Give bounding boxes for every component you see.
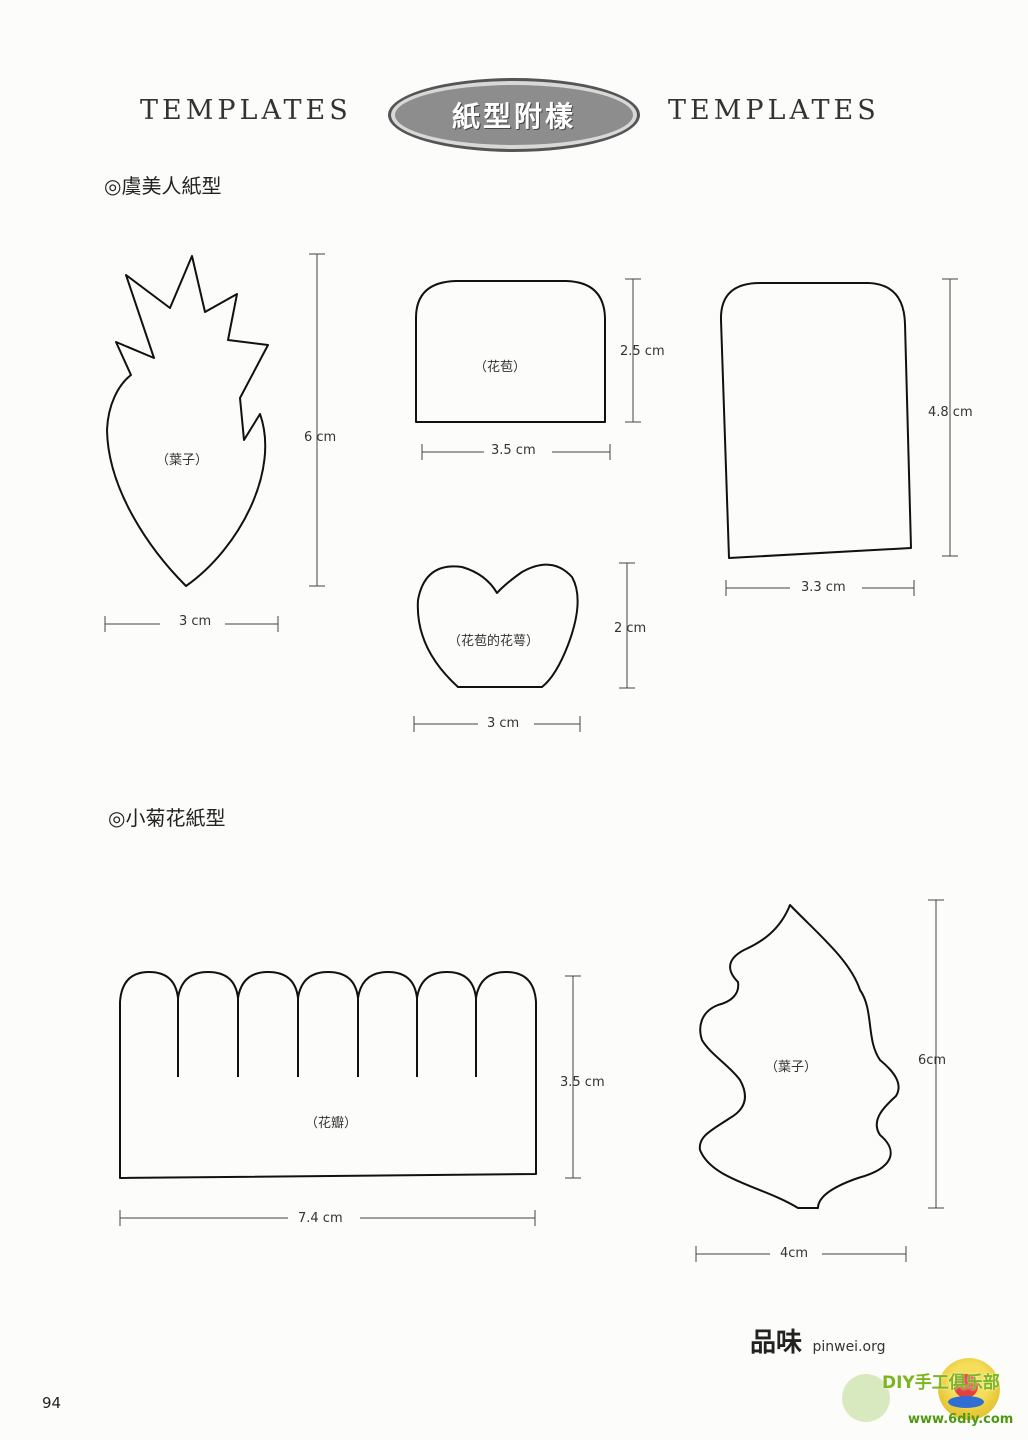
daisy-petal-label: （花瓣） bbox=[305, 1116, 358, 1131]
pinwei-site: pinwei.org bbox=[812, 1339, 886, 1355]
watermark-url: www.6diy.com bbox=[908, 1412, 1014, 1427]
watermark-text: DIY手工俱乐部 bbox=[882, 1373, 1000, 1393]
sepal-width: 3 cm bbox=[487, 716, 520, 731]
bud-height: 2.5 cm bbox=[620, 344, 665, 359]
poppy-leaf-shape bbox=[106, 255, 269, 587]
daisy-leaf-shape bbox=[698, 904, 900, 1209]
watermark: DIY手工俱乐部 www.6diy.com bbox=[842, 1330, 1028, 1440]
bud-label: （花苞） bbox=[474, 360, 527, 375]
tall-rect-height: 4.8 cm bbox=[928, 405, 973, 420]
section-title-daisy: ◎小菊花紙型 bbox=[108, 806, 226, 830]
title-badge-text: 紙型附樣 bbox=[451, 100, 576, 133]
sepal-height: 2 cm bbox=[614, 621, 647, 636]
daisy-petal-height: 3.5 cm bbox=[560, 1075, 605, 1090]
header-right-word: TEMPLATES bbox=[668, 95, 880, 126]
sepal-label: （花苞的花萼） bbox=[448, 634, 540, 649]
bud-shape bbox=[415, 280, 606, 423]
daisy-leaf-width: 4cm bbox=[780, 1246, 809, 1261]
tall-rect-width: 3.3 cm bbox=[801, 580, 846, 595]
poppy-leaf-label: （葉子） bbox=[156, 453, 209, 468]
tall-rect-shape bbox=[719, 282, 912, 559]
section-title-poppy: ◎虞美人紙型 bbox=[104, 174, 222, 198]
poppy-leaf-height: 6 cm bbox=[304, 430, 337, 445]
pinwei-logo: 品味 bbox=[750, 1328, 803, 1358]
pinwei-credit: 品味 pinwei.org bbox=[750, 1322, 885, 1359]
watermark-circle-icon bbox=[842, 1374, 890, 1422]
header-left-word: TEMPLATES bbox=[140, 95, 352, 126]
daisy-leaf-height: 6cm bbox=[918, 1053, 947, 1068]
watermark-figure-head-icon bbox=[954, 1374, 978, 1398]
sepal-heart-shape bbox=[416, 563, 579, 688]
poppy-leaf-width: 3 cm bbox=[179, 614, 212, 629]
title-badge: 紙型附樣 bbox=[388, 78, 640, 152]
daisy-leaf-label: （葉子） bbox=[765, 1060, 818, 1075]
daisy-petal-shape bbox=[119, 971, 537, 1179]
watermark-figure-body-icon bbox=[948, 1396, 984, 1408]
daisy-petal-width: 7.4 cm bbox=[298, 1211, 343, 1226]
page-number: 94 bbox=[42, 1394, 62, 1412]
bud-width: 3.5 cm bbox=[491, 443, 536, 458]
